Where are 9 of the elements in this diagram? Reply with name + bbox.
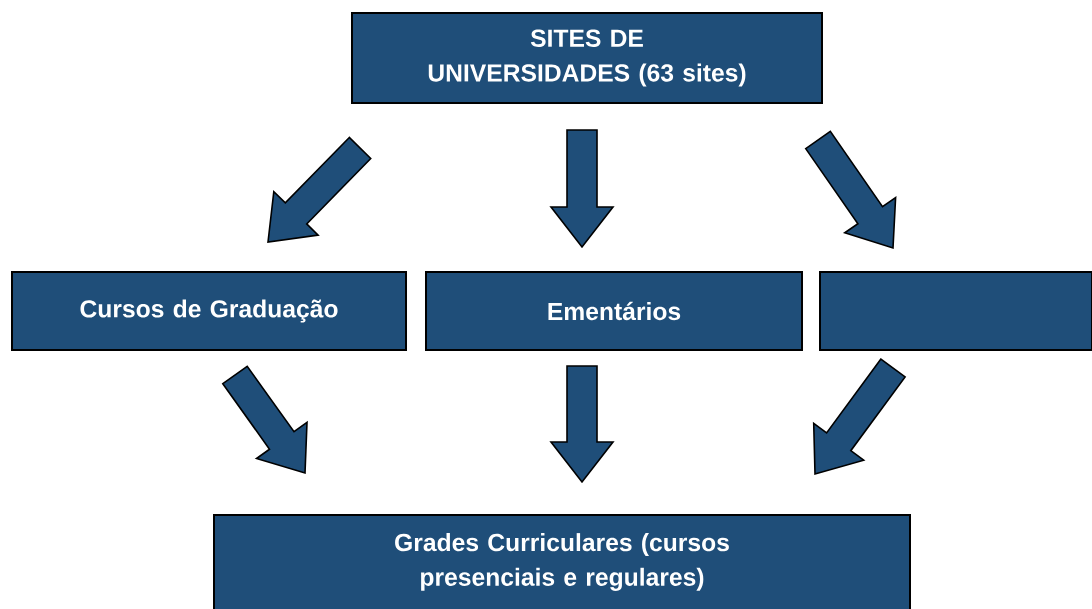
text-box: Cursos de Graduação <box>11 271 407 351</box>
block-arrow <box>549 365 615 484</box>
block-arrow <box>804 130 897 250</box>
empty-box <box>819 271 1092 351</box>
text-box: Ementários <box>425 271 803 351</box>
text-box: Grades Curriculares (cursos presenciais e regulares) <box>213 514 911 609</box>
text-box: SITES DE UNIVERSIDADES (63 sites) <box>351 12 823 104</box>
block-arrow <box>267 136 372 243</box>
block-arrow <box>549 129 615 249</box>
